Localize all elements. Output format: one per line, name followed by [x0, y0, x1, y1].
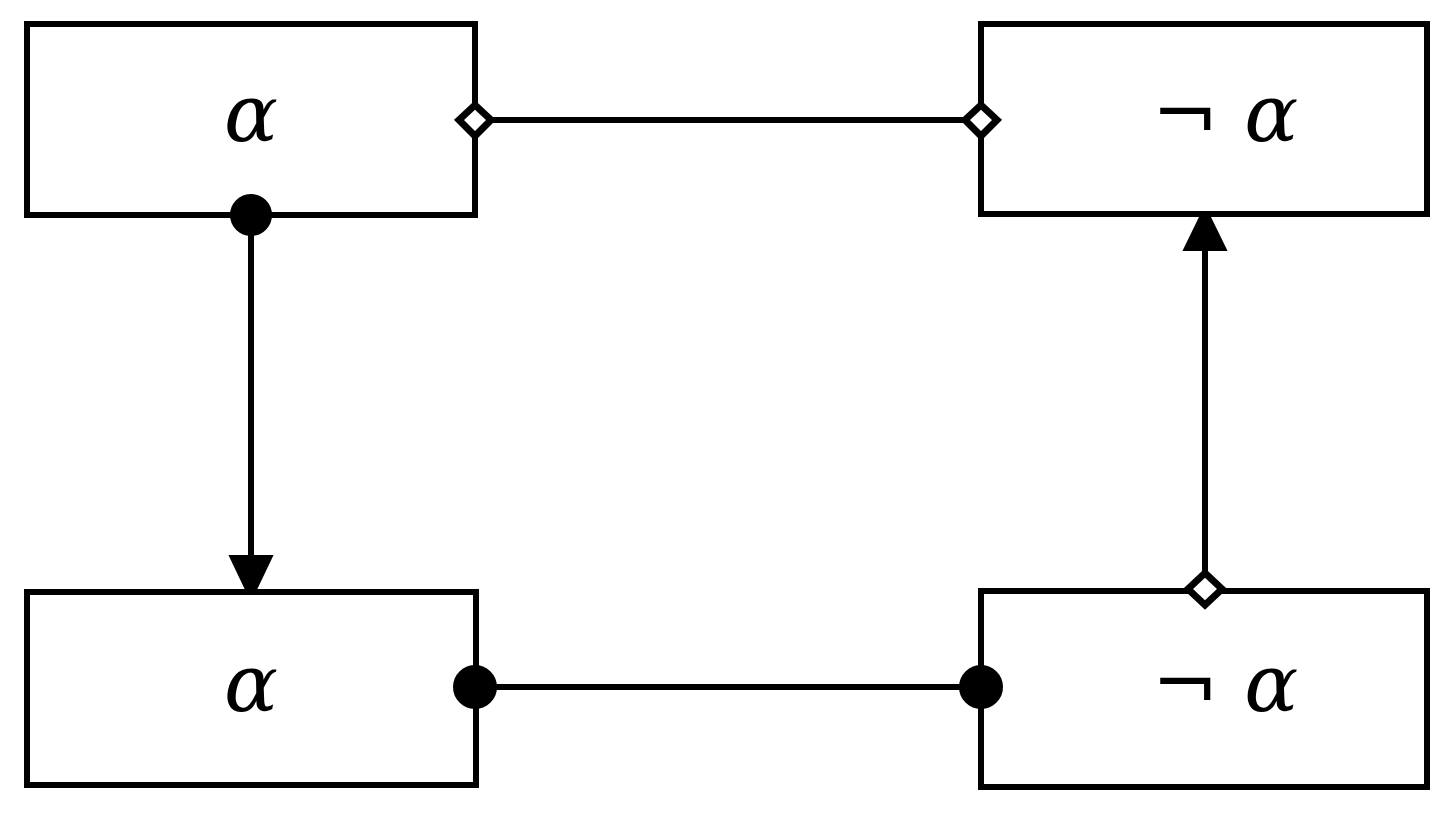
- endpoint-filled-circle-bottom-right[interactable]: [959, 665, 1003, 709]
- arrowhead-down-icon: [228, 555, 274, 603]
- node-bottom-right[interactable]: ¬ α: [978, 588, 1430, 790]
- edge-right-vertical[interactable]: [1182, 204, 1228, 589]
- endpoint-filled-circle-top-left[interactable]: [230, 194, 272, 236]
- node-top-right-rect[interactable]: [978, 21, 1430, 217]
- node-top-right-label: ¬ α: [1152, 67, 1298, 160]
- node-bottom-left-label: α: [224, 637, 278, 730]
- node-bottom-left[interactable]: α: [24, 589, 479, 788]
- node-top-right[interactable]: ¬ α: [978, 21, 1430, 217]
- endpoint-hollow-diamond-top-left[interactable]: [453, 100, 497, 141]
- node-top-left-rect[interactable]: [24, 21, 478, 218]
- arrowhead-up-icon: [1182, 204, 1228, 251]
- endpoint-filled-circle-bottom-left[interactable]: [453, 665, 497, 709]
- node-top-left[interactable]: α: [24, 21, 478, 218]
- endpoint-hollow-diamond-bottom-right[interactable]: [1182, 568, 1228, 610]
- endpoint-hollow-diamond-top-right[interactable]: [959, 100, 1003, 141]
- edge-left-vertical[interactable]: [228, 215, 274, 603]
- node-bottom-right-label: ¬ α: [1152, 637, 1298, 730]
- node-top-left-label: α: [224, 67, 278, 160]
